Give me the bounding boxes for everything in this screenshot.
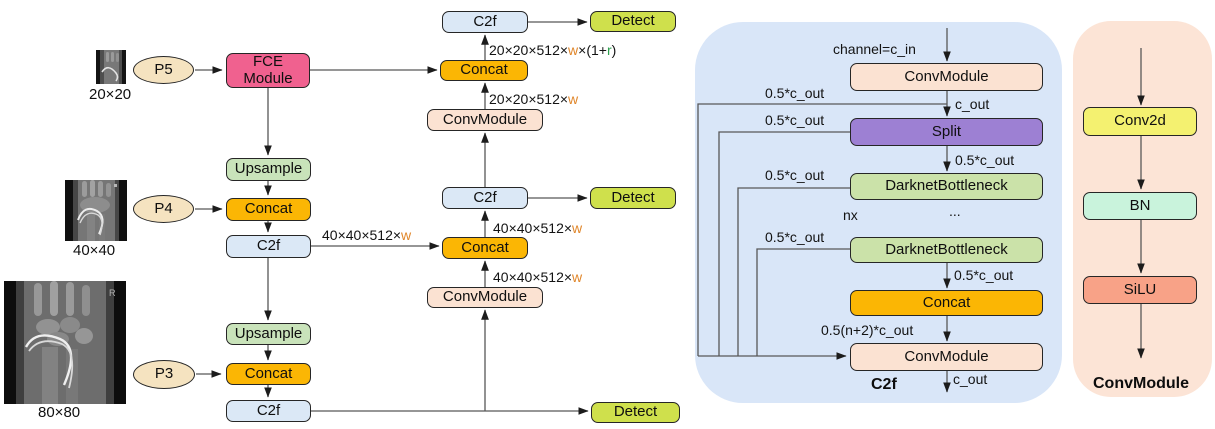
- dim-text: 40×40×512×: [493, 220, 573, 236]
- edge-label-40-dims-left: 40×40×512×w: [322, 227, 411, 243]
- p4-ellipse: P4: [133, 195, 194, 223]
- dim-w: w: [568, 91, 579, 107]
- label-half-skip-3: 0.5*c_out: [765, 167, 825, 183]
- p3-ellipse: P3: [133, 360, 195, 389]
- concat-node-p3: Concat: [226, 363, 311, 385]
- edge-label-p5-dims: 20×20×512×w×(1+r): [489, 42, 616, 58]
- dim-w: w: [572, 220, 583, 236]
- label-half-skip-4: 0.5*c_out: [765, 229, 825, 245]
- label-half-skip-2: 0.5*c_out: [765, 112, 825, 128]
- label-c-out-bottom: c_out: [953, 371, 988, 387]
- r-marker-text: R: [109, 288, 116, 298]
- dim-w: w: [568, 42, 579, 58]
- c2f-node-80: C2f: [226, 400, 311, 422]
- c2f-concat-node: Concat: [850, 290, 1043, 316]
- c2f-convmodule-out: ConvModule: [850, 343, 1043, 371]
- dim-text: 20×20×512×: [489, 91, 569, 107]
- label-nx: nx: [843, 207, 858, 223]
- darknetbottleneck-node-2: DarknetBottleneck: [850, 237, 1043, 263]
- xray-image-40x40: [65, 180, 127, 241]
- upsample-node-2: Upsample: [226, 323, 311, 345]
- label-ellipsis: ...: [949, 203, 961, 219]
- concat-node-mid: Concat: [442, 237, 528, 259]
- concat-node-top: Concat: [440, 60, 528, 81]
- xray-image-20x20: [96, 50, 126, 84]
- convmodule-panel-title: ConvModule: [1093, 375, 1189, 392]
- detect-node-3: Detect: [591, 402, 680, 423]
- bn-node: BN: [1083, 192, 1197, 220]
- label-half-db2: 0.5*c_out: [954, 267, 1014, 283]
- label-concat-out: 0.5(n+2)*c_out: [821, 322, 914, 338]
- c2f-node-top: C2f: [442, 11, 528, 33]
- dim-text: 20×20×512×: [489, 42, 569, 58]
- dim-r: r: [606, 42, 612, 58]
- c2f-node-mid: C2f: [442, 187, 528, 209]
- input-label-80x80: 80×80: [38, 404, 81, 421]
- label-half-split: 0.5*c_out: [955, 152, 1015, 168]
- split-node: Split: [850, 118, 1043, 146]
- input-label-20x20: 20×20: [89, 86, 132, 103]
- label-channel-in: channel=c_in: [833, 41, 916, 57]
- c2f-node-40: C2f: [226, 235, 311, 258]
- silu-node: SiLU: [1083, 276, 1197, 304]
- fce-module-node: FCE Module: [226, 53, 310, 88]
- dim-w: w: [401, 227, 412, 243]
- convmodule-node-1: ConvModule: [427, 109, 543, 131]
- label-c-out-top: c_out: [955, 96, 990, 112]
- c2f-convmodule-in: ConvModule: [850, 63, 1043, 91]
- input-label-40x40: 40×40: [73, 242, 116, 259]
- label-half-skip-1: 0.5*c_out: [765, 85, 825, 101]
- dim-text: 40×40×512×: [322, 227, 402, 243]
- xray-image-80x80: R: [4, 281, 126, 404]
- convmodule-node-2: ConvModule: [427, 287, 543, 308]
- edge-label-20-dims: 20×20×512×w: [489, 91, 578, 107]
- dim-text: ×(1+: [578, 42, 607, 58]
- detect-node-2: Detect: [590, 187, 676, 209]
- detect-node-1: Detect: [590, 11, 676, 32]
- upsample-node-1: Upsample: [226, 158, 311, 181]
- darknetbottleneck-node-1: DarknetBottleneck: [850, 173, 1043, 200]
- concat-node-p4: Concat: [226, 198, 311, 221]
- edge-label-40-dims-upper: 40×40×512×w: [493, 220, 582, 236]
- dim-w: w: [572, 269, 583, 285]
- c2f-panel-title: C2f: [871, 376, 897, 393]
- conv2d-node: Conv2d: [1083, 107, 1197, 136]
- dim-text: ): [611, 42, 617, 58]
- edge-label-40-dims-lower: 40×40×512×w: [493, 269, 582, 285]
- p5-ellipse: P5: [133, 56, 194, 84]
- dim-text: 40×40×512×: [493, 269, 573, 285]
